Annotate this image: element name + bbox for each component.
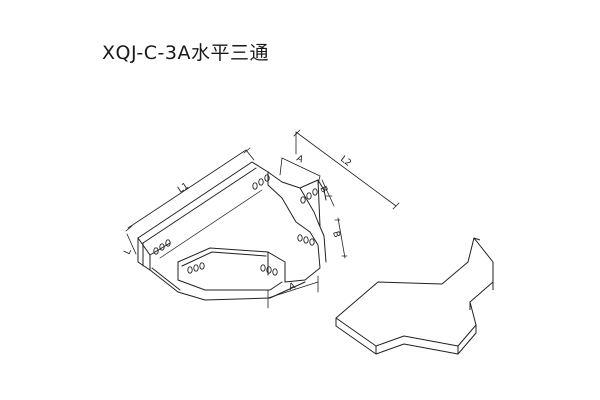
cover-plate bbox=[335, 237, 494, 355]
dim-label-l: L bbox=[123, 247, 134, 256]
dim-label-l2: L2 bbox=[338, 154, 353, 168]
tee-tray-body bbox=[137, 161, 327, 301]
dim-label-b-upper: B bbox=[317, 185, 329, 195]
dim-label-l1: L1 bbox=[176, 181, 190, 195]
splice-holes bbox=[153, 174, 318, 276]
dim-label-b-lower: B bbox=[330, 230, 341, 239]
page-title: XQJ-C-3A水平三通 bbox=[102, 42, 269, 64]
dim-label-a-bottom: A bbox=[288, 281, 298, 293]
dim-label-a-top: A bbox=[295, 154, 306, 166]
dimension-lines bbox=[125, 129, 400, 309]
